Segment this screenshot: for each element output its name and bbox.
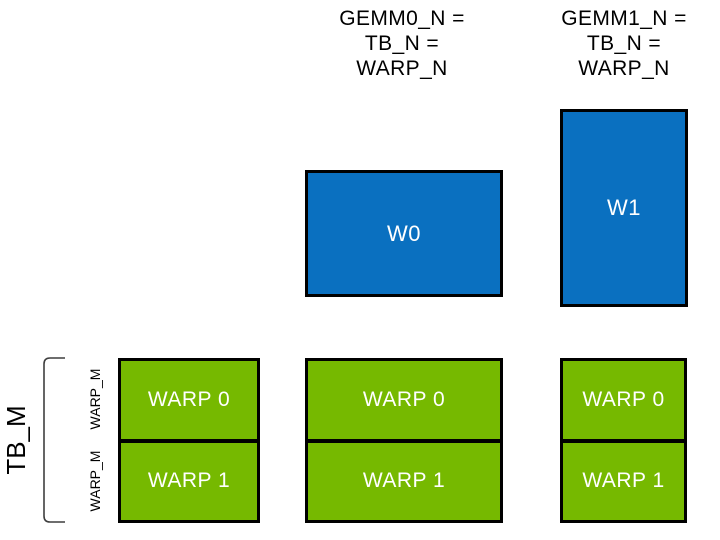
warp-column-0-cell-warp1: WARP 1 (121, 442, 257, 520)
warp-column-0: WARP 0 WARP 1 (118, 358, 260, 523)
blue-tile-w1-label: W1 (607, 195, 641, 220)
warp-m-label-bottom: WARP_M (87, 450, 103, 512)
warp-column-2-cell-warp0: WARP 0 (563, 361, 684, 443)
gemm0-dimension-label: GEMM0_N = TB_N = WARP_N (339, 7, 465, 80)
tb-m-label: TB_M (1, 405, 31, 475)
warp-column-1: WARP 0 WARP 1 (305, 358, 503, 523)
warp-column-0-cell-warp0: WARP 0 (121, 361, 257, 443)
warp-column-1-cell-warp0: WARP 0 (308, 361, 500, 443)
blue-tile-w1: W1 (560, 109, 688, 307)
warp1-label: WARP 1 (147, 469, 231, 493)
tb-m-bracket-icon (43, 357, 65, 523)
warp0-label: WARP 0 (582, 387, 665, 411)
gemm1-dimension-label: GEMM1_N = TB_N = WARP_N (561, 7, 687, 80)
warp-m-label-top: WARP_M (87, 368, 103, 430)
warp0-label: WARP 0 (147, 387, 231, 411)
blue-tile-w0-label: W0 (387, 220, 421, 246)
warp0-label: WARP 0 (362, 387, 446, 411)
warp-column-2-cell-warp1: WARP 1 (563, 442, 684, 520)
warp1-label: WARP 1 (362, 469, 446, 493)
warp-column-1-cell-warp1: WARP 1 (308, 442, 500, 520)
blue-tile-w0: W0 (305, 170, 503, 297)
warp-column-2: WARP 0 WARP 1 (560, 358, 687, 523)
warp1-label: WARP 1 (582, 469, 665, 493)
